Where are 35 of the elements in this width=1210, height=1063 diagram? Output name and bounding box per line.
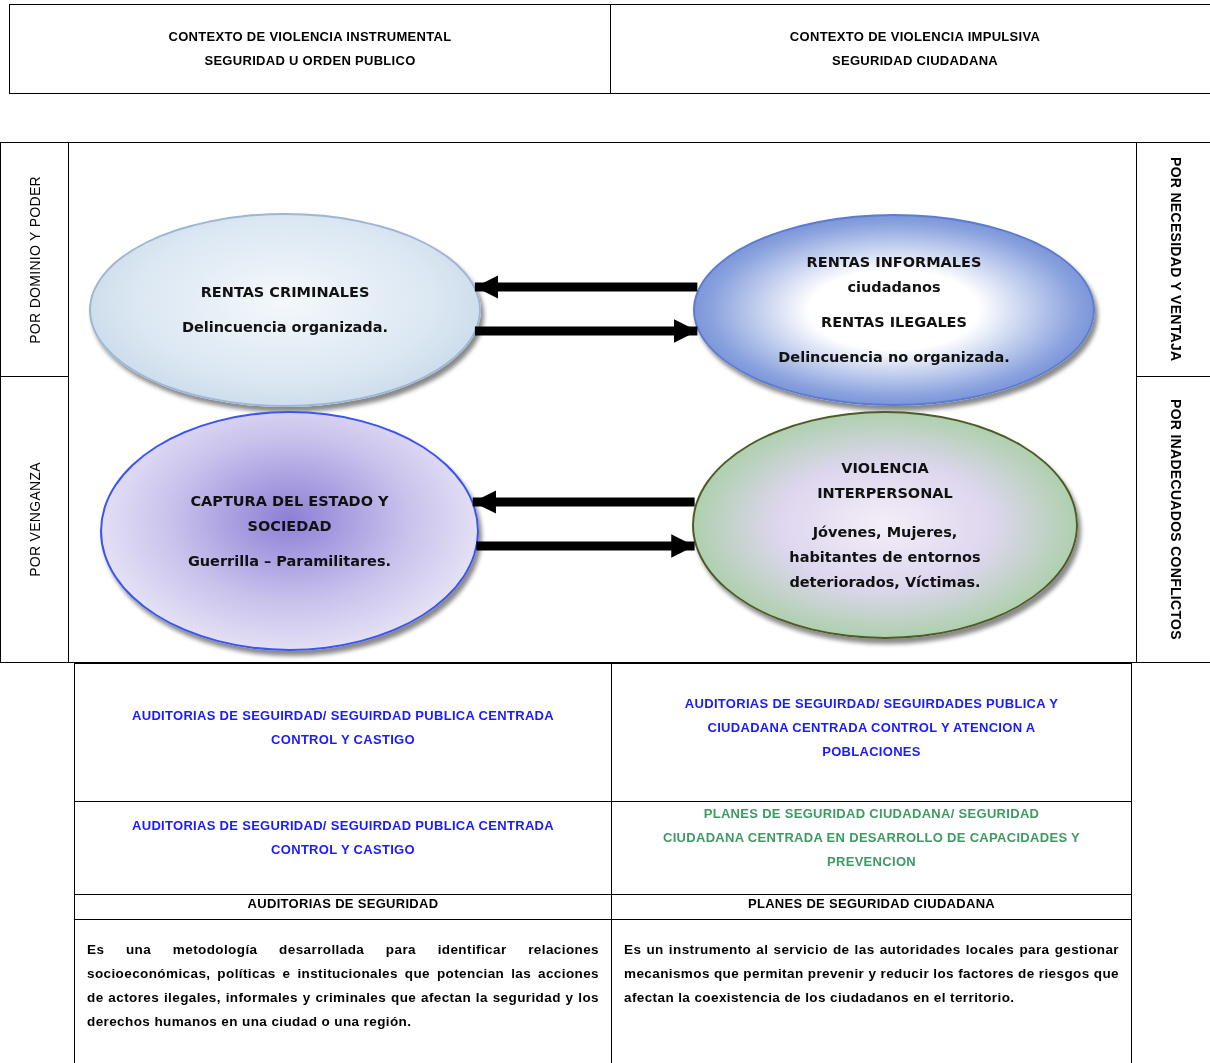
table-cell xyxy=(9,4,611,94)
ellipse-text: RENTAS ILEGALES xyxy=(821,313,967,332)
arrow xyxy=(476,534,695,558)
side-label: POR DOMINIO Y PODER xyxy=(26,175,43,344)
ellipse-text: Guerrilla – Paramilitares. xyxy=(187,551,392,571)
cell-text: AUDITORIAS DE SEGURIDAD xyxy=(247,895,439,913)
cell-text: AUDITORIAS DE SEGUIRDAD/ SEGUIRDAD PUBLICA CENTRADA CONTROL Y CASTIGO xyxy=(131,706,555,749)
ellipse-text: Jóvenes, Mujeres, habitantes de entornos deteriorados, Víctimas. xyxy=(788,522,982,592)
arrow xyxy=(474,319,698,343)
description-text: Es un instrumento al servicio de las autoridades locales para gestionar mecanismos que permitan prevenir y reducir los factores de riesgos que afectan la coexistencia de los ciudadanos en el territorio. xyxy=(624,941,1119,1007)
table-cell xyxy=(74,663,612,802)
ellipse-text: RENTAS CRIMINALES xyxy=(200,283,370,302)
ellipse-text: Delincuencia organizada. xyxy=(181,318,389,337)
arrow xyxy=(472,490,695,514)
diagram-panel xyxy=(68,142,1137,663)
cell-text: PLANES DE SEGURIDAD CIUDADANA/ SEGURIDAD CIUDADANA CENTRADA EN DESARROLLO DE CAPACIDADES Y PREVENCION xyxy=(662,805,1081,871)
ellipse-text: Delincuencia no organizada. xyxy=(778,348,1010,367)
cell-text: AUDITORIAS DE SEGURIDAD/ SEGUIRDAD PUBLICA CENTRADA CONTROL Y CASTIGO xyxy=(131,817,555,859)
side-cell xyxy=(0,142,69,377)
table-cell xyxy=(611,663,1132,802)
ellipse-text: VIOLENCIA INTERPERSONAL xyxy=(816,458,954,503)
description-text: Es una metodología desarrollada para identificar relaciones socioeconómicas, políticas e institucionales que potencian las acciones de actores ilegales, informales y criminales que afectan la seguridad y los derechos humanos en una ciudad o una región. xyxy=(87,941,599,1031)
side-cell xyxy=(0,376,69,663)
ellipse-text: ciudadanos xyxy=(847,278,941,297)
side-label: POR NECESIDAD Y VENTAJA xyxy=(1167,157,1185,362)
side-label: POR VENGANZA xyxy=(26,462,43,577)
cell-text: CONTEXTO DE VIOLENCIA INSTRUMENTAL SEGURIDAD U ORDEN PUBLICO xyxy=(167,28,453,70)
table-cell xyxy=(610,4,1210,94)
cell-text: AUDITORIAS DE SEGUIRDAD/ SEGUIRDADES PUBLICA Y CIUDADANA CENTRADA CONTROL Y ATENCION A POBLACIONES xyxy=(683,694,1060,761)
arrow xyxy=(474,275,698,299)
cell-text: PLANES DE SEGURIDAD CIUDADANA xyxy=(747,895,996,913)
ellipse-text: RENTAS INFORMALES xyxy=(806,253,982,272)
ellipse-text: CAPTURA DEL ESTADO Y SOCIEDAD xyxy=(189,491,390,536)
cell-text: CONTEXTO DE VIOLENCIA IMPULSIVA SEGURIDAD CIUDADANA xyxy=(788,28,1042,70)
side-label: POR INADECUADOS CONFLICTOS xyxy=(1167,399,1185,640)
